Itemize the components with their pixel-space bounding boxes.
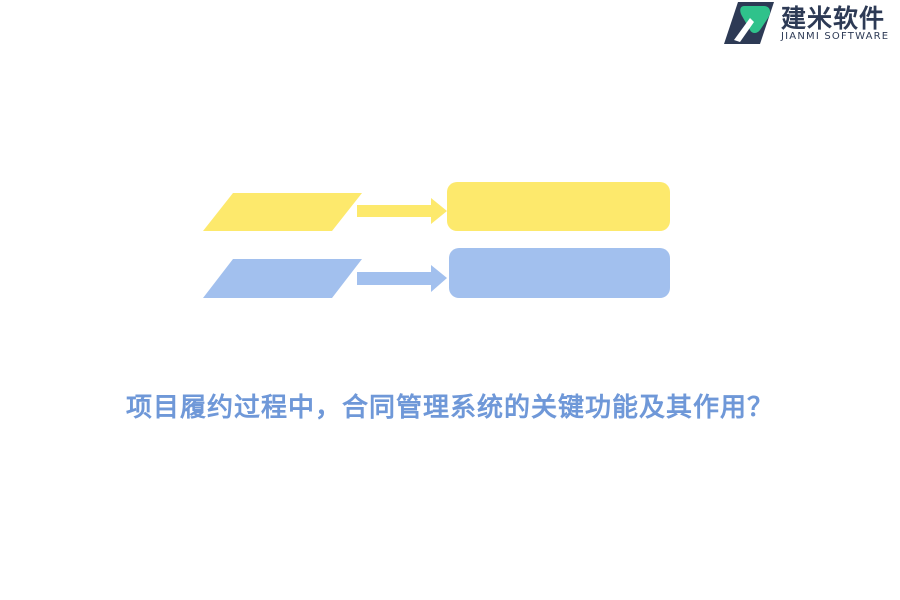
- brand-name-en: JIANMI SOFTWARE: [781, 31, 890, 42]
- row2-parallelogram: [203, 259, 362, 298]
- jianmi-logo-icon: [724, 2, 774, 44]
- row1-arrow: [357, 198, 447, 224]
- row2-arrow: [357, 265, 447, 292]
- brand-name-cn: 建米软件: [781, 4, 886, 33]
- brand-logo: 建米软件 JIANMI SOFTWARE: [724, 0, 900, 46]
- page-title: 项目履约过程中，合同管理系统的关键功能及其作用？: [125, 393, 774, 423]
- row2-box: [449, 248, 670, 298]
- row1-parallelogram: [203, 193, 362, 231]
- row1-box: [447, 182, 670, 231]
